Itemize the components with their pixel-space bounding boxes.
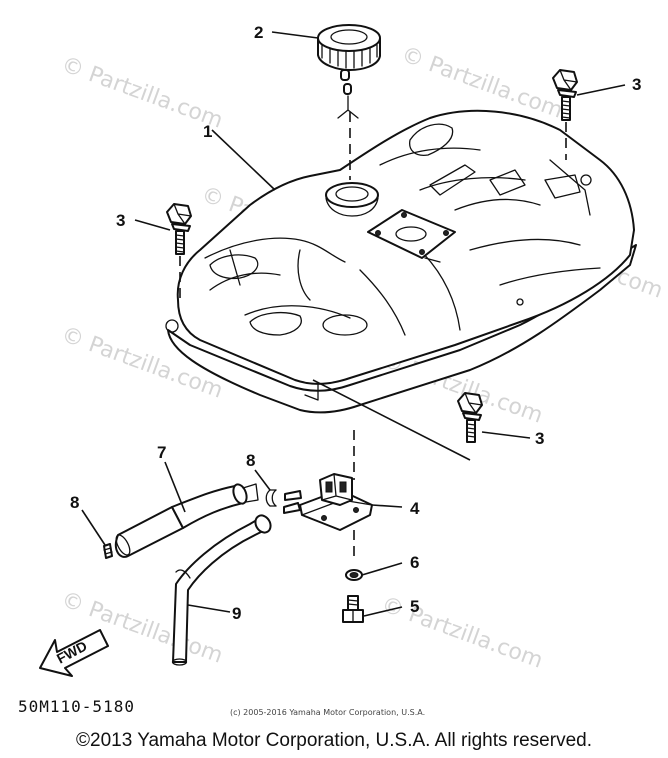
fuel-tank bbox=[165, 109, 637, 414]
fuel-hose bbox=[114, 483, 259, 558]
callout-6: 6 bbox=[410, 553, 419, 572]
leader-lines bbox=[81, 31, 626, 617]
fuel-cap bbox=[317, 24, 381, 180]
watermark: © Partzilla.com bbox=[58, 52, 226, 134]
fuel-petcock bbox=[283, 430, 373, 560]
callout-8-left: 8 bbox=[70, 493, 79, 512]
small-copyright: (c) 2005-2016 Yamaha Motor Corporation, … bbox=[230, 708, 426, 717]
callout-8-center: 8 bbox=[246, 451, 255, 470]
copyright-notice: ©2013 Yamaha Motor Corporation, U.S.A. A… bbox=[76, 730, 592, 751]
vacuum-hose bbox=[171, 514, 272, 666]
hose-clamp-left bbox=[103, 543, 113, 559]
callout-3-right-mid: 3 bbox=[535, 429, 544, 448]
drain-screw bbox=[342, 595, 364, 623]
callout-4: 4 bbox=[410, 499, 420, 518]
hose-clamp-center bbox=[265, 489, 277, 507]
washer bbox=[345, 569, 363, 581]
callout-5: 5 bbox=[410, 597, 419, 616]
callout-1: 1 bbox=[203, 122, 212, 141]
bolt-left bbox=[166, 203, 192, 300]
part-code: 50M110-5180 bbox=[18, 697, 135, 716]
forward-arrow: FWD bbox=[39, 629, 109, 677]
callout-7: 7 bbox=[157, 443, 166, 462]
bolt-right-top bbox=[552, 69, 578, 160]
watermark: © Partzilla.com bbox=[378, 592, 546, 674]
bolt-right-mid bbox=[457, 392, 483, 443]
callout-3-right-top: 3 bbox=[632, 75, 641, 94]
callout-2: 2 bbox=[254, 23, 263, 42]
callout-3-left: 3 bbox=[116, 211, 125, 230]
callout-9: 9 bbox=[232, 604, 241, 623]
